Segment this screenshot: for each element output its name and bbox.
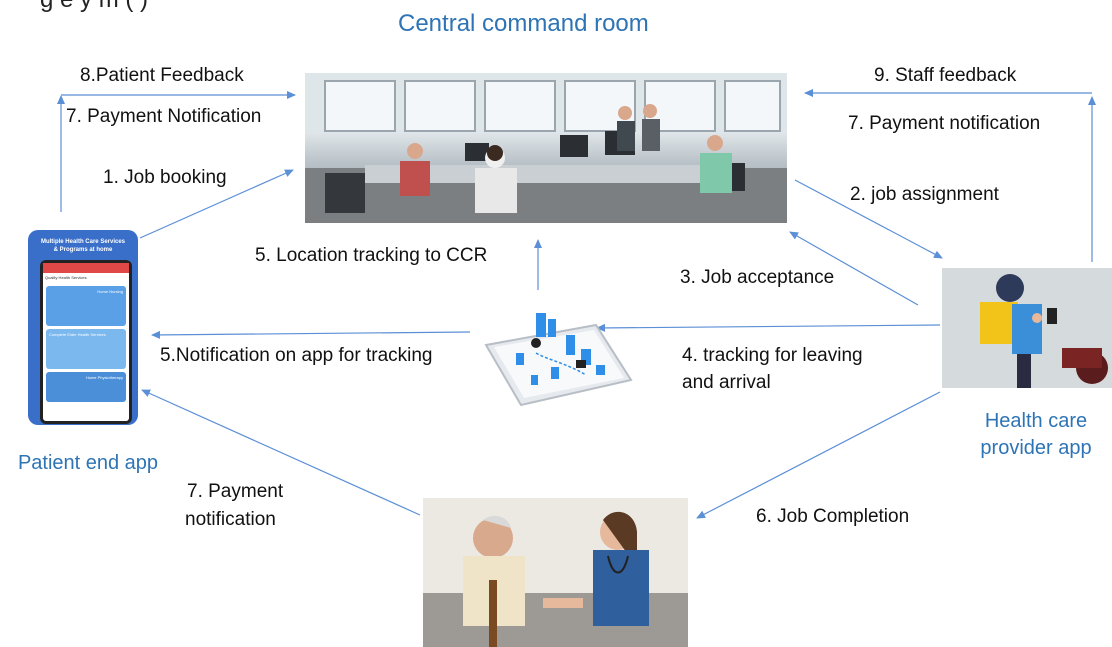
patient-app-image: Multiple Health Care Services & Programs…: [28, 230, 138, 425]
delivery-rider-icon: [942, 268, 1112, 388]
arrow-job-acceptance: [789, 231, 919, 306]
arrow-notification-patient: [151, 330, 471, 339]
phone-tile-3: Complete Elder Health Services: [49, 332, 106, 337]
phone-tile-2: Home Nursing: [97, 289, 123, 294]
arrow-job-booking: [139, 169, 294, 239]
home-care-scene-icon: [423, 498, 688, 647]
tracking-map-image: [476, 305, 636, 415]
label-tracking-line1: 4. tracking for leaving: [682, 345, 863, 366]
patient-app-label: Patient end app: [17, 452, 159, 474]
label-location-tracking: 5. Location tracking to CCR: [255, 245, 488, 266]
label-payment-bottom-line2: notification: [185, 509, 276, 530]
phone-heading-line2: & Programs at home: [53, 247, 113, 253]
central-command-title: Central command room: [398, 10, 649, 37]
provider-label-line2: provider app: [980, 437, 1092, 459]
central-command-room-image: [305, 73, 787, 223]
label-notification-tracking: 5.Notification on app for tracking: [160, 345, 433, 366]
phone-heading-line1: Multiple Health Care Services: [40, 239, 126, 245]
map-phone-icon: [484, 313, 633, 407]
phone-screen: Quality Health Services Home Nursing Com…: [40, 260, 132, 424]
label-job-booking: 1. Job booking: [103, 167, 227, 188]
label-payment-notification-right: 7. Payment notification: [848, 113, 1041, 134]
label-patient-feedback: 8.Patient Feedback: [80, 65, 244, 86]
label-payment-bottom-line1: 7. Payment: [187, 481, 284, 502]
office-scene-icon: [305, 73, 787, 223]
label-tracking-line2: and arrival: [682, 372, 771, 393]
label-staff-feedback: 9. Staff feedback: [874, 65, 1017, 86]
arrow-payment-bottom: [141, 389, 421, 516]
arrow-job-completion: [696, 391, 941, 519]
provider-label-line1: Health care: [984, 410, 1088, 432]
provider-app-label: Health care provider app: [960, 408, 1112, 462]
label-job-completion: 6. Job Completion: [756, 506, 910, 527]
provider-app-image: [942, 268, 1112, 388]
phone-tile-4: Home Physiotherapy: [85, 375, 123, 380]
patient-nurse-image: [423, 498, 688, 647]
label-job-acceptance: 3. Job acceptance: [680, 267, 835, 288]
phone-tile-1: Quality Health Services: [45, 275, 87, 280]
arrow-job-assignment: [794, 179, 943, 259]
clipped-title: g e y m ( ): [40, 0, 148, 14]
label-payment-notification-left: 7. Payment Notification: [66, 106, 262, 127]
label-job-assignment: 2. job assignment: [850, 184, 999, 205]
arrow-tracking-provider: [596, 323, 941, 332]
